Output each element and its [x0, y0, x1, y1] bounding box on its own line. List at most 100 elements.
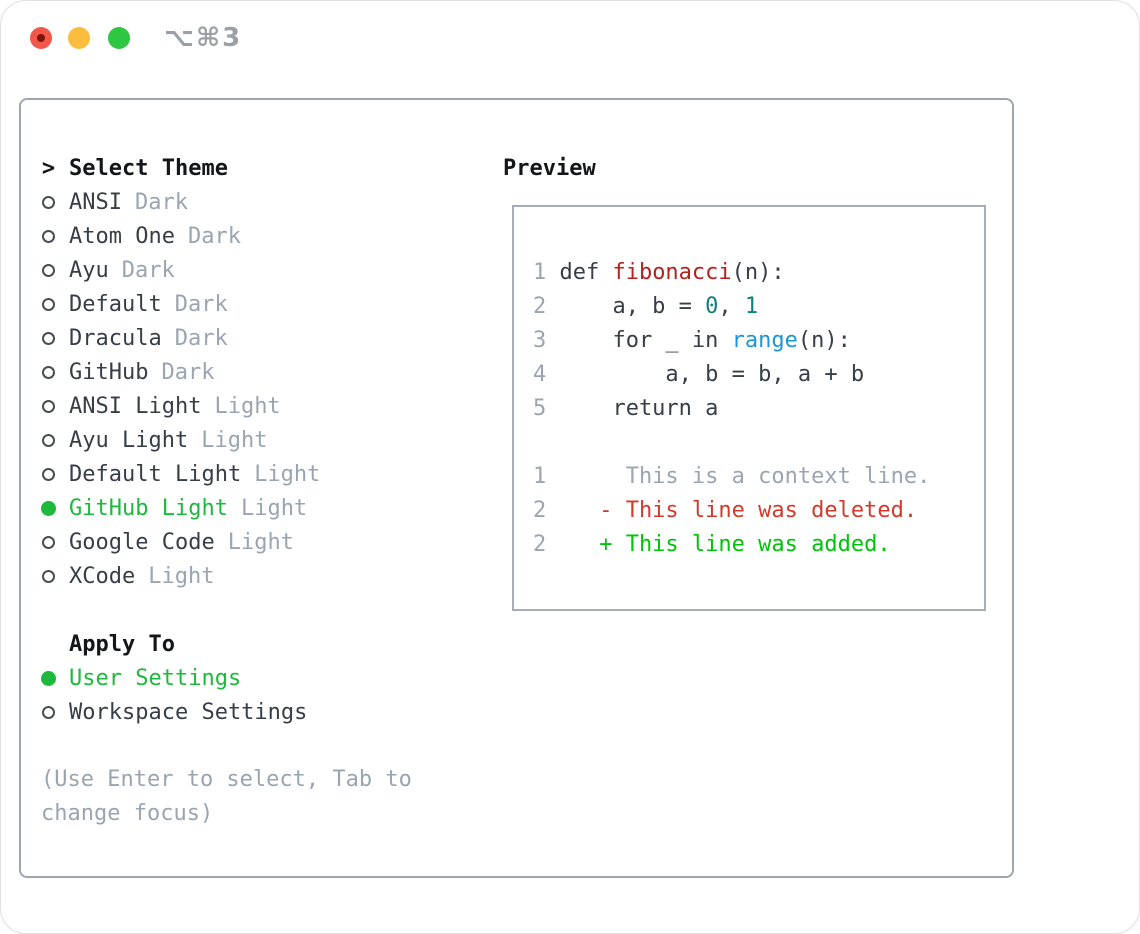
- theme-option-label: Dracula: [69, 325, 162, 351]
- radio-selected-icon: [41, 670, 56, 686]
- radio-icon: [42, 297, 55, 311]
- theme-variant-tag: Light: [227, 529, 294, 555]
- theme-variant-tag: Dark: [174, 325, 228, 351]
- radio-icon: [42, 535, 55, 549]
- theme-variant-tag: Dark: [134, 189, 188, 215]
- theme-option-ansi-light[interactable]: ANSI Light Light: [41, 389, 412, 423]
- theme-option-dracula[interactable]: Dracula Dark: [41, 321, 412, 355]
- theme-variant-tag: Light: [254, 461, 321, 487]
- line-number: 2: [533, 532, 547, 557]
- code-line: 2 a, b = 0, 1: [533, 290, 930, 324]
- keyboard-hint-line-1: (Use Enter to select, Tab to: [41, 767, 412, 792]
- code-token-plain: (n):: [797, 328, 851, 353]
- code-token-number: 0: [705, 294, 719, 319]
- radio-icon: [42, 705, 55, 719]
- radio-icon: [42, 433, 55, 447]
- code-line: 5 return a: [533, 392, 930, 426]
- theme-option-label: XCode: [69, 563, 136, 589]
- apply-option-workspace-settings[interactable]: Workspace Settings: [41, 695, 412, 729]
- radio-icon: [42, 229, 55, 243]
- theme-option-atom-one[interactable]: Atom One Dark: [41, 219, 412, 253]
- code-token-plain: return a: [559, 396, 719, 421]
- code-token-plain: ,: [718, 294, 745, 319]
- theme-option-label: Ayu: [69, 257, 109, 283]
- radio-icon: [42, 263, 55, 277]
- apply-to-header-row: Apply To: [41, 627, 412, 661]
- radio-icon: [42, 195, 55, 209]
- line-number: 1: [533, 260, 547, 285]
- apply-option-label: Workspace Settings: [69, 699, 308, 725]
- line-number: 2: [533, 294, 547, 319]
- line-number: 3: [533, 328, 547, 353]
- theme-option-label: Ayu Light: [69, 427, 189, 453]
- radio-icon: [42, 569, 55, 583]
- theme-option-default-light[interactable]: Default Light Light: [41, 457, 412, 491]
- code-token-context: This is a context line.: [559, 464, 931, 489]
- radio-selected-icon: [41, 500, 56, 516]
- preview-title: Preview: [503, 155, 596, 181]
- code-token-plain: a, b =: [559, 294, 706, 319]
- theme-option-google-code[interactable]: Google Code Light: [41, 525, 412, 559]
- spacer: [41, 593, 412, 627]
- theme-option-github-light[interactable]: GitHub Light Light: [41, 491, 412, 525]
- code-line: 3 for _ in range(n):: [533, 324, 930, 358]
- theme-option-label: GitHub Light: [69, 495, 228, 521]
- apply-option-label: User Settings: [69, 665, 242, 691]
- code-token-plain: a, b = b, a + b: [559, 362, 865, 387]
- minimize-button[interactable]: [68, 27, 90, 49]
- close-button[interactable]: [30, 27, 52, 49]
- theme-option-default[interactable]: Default Dark: [41, 287, 412, 321]
- titlebar: ⌥⌘3: [1, 1, 1139, 73]
- spacer: [41, 729, 412, 763]
- code-line: 4 a, b = b, a + b: [533, 358, 930, 392]
- theme-variant-tag: Dark: [121, 257, 175, 283]
- theme-option-label: ANSI: [69, 189, 122, 215]
- radio-icon: [42, 467, 55, 481]
- zoom-button[interactable]: [108, 27, 130, 49]
- select-theme-title: Select Theme: [69, 155, 228, 181]
- diff-line-context: 1 This is a context line.: [533, 460, 930, 494]
- prompt-icon: >: [41, 155, 56, 181]
- theme-variant-tag: Dark: [187, 223, 241, 249]
- code-token-added: + This line was added.: [559, 532, 891, 557]
- apply-option-user-settings[interactable]: User Settings: [41, 661, 412, 695]
- theme-variant-tag: Light: [240, 495, 308, 521]
- line-number: 4: [533, 362, 547, 387]
- theme-variant-tag: Dark: [161, 359, 215, 385]
- code-line: 1 def fibonacci(n):: [533, 256, 930, 290]
- theme-option-label: Atom One: [69, 223, 175, 249]
- radio-icon: [42, 365, 55, 379]
- diff-line-deleted: 2 - This line was deleted.: [533, 494, 930, 528]
- theme-option-label: ANSI Light: [69, 393, 202, 419]
- theme-option-label: GitHub: [69, 359, 149, 385]
- code-token-func: fibonacci: [612, 260, 732, 285]
- diff-line-added: 2 + This line was added.: [533, 528, 930, 562]
- window-shortcut-label: ⌥⌘3: [164, 23, 243, 53]
- theme-variant-tag: Light: [214, 393, 281, 419]
- line-number: 1: [533, 464, 547, 489]
- radio-icon: [42, 399, 55, 413]
- apply-to-title: Apply To: [69, 631, 175, 657]
- theme-option-label: Default Light: [69, 461, 242, 487]
- theme-option-ansi[interactable]: ANSI Dark: [41, 185, 412, 219]
- code-token-plain: (n):: [731, 260, 785, 285]
- theme-option-ayu[interactable]: Ayu Dark: [41, 253, 412, 287]
- theme-option-label: Google Code: [69, 529, 215, 555]
- code-token-number: 1: [744, 294, 759, 319]
- theme-option-github[interactable]: GitHub Dark: [41, 355, 412, 389]
- line-number: 2: [533, 498, 547, 523]
- theme-option-label: Default: [69, 291, 162, 317]
- code-line-blank: [533, 426, 930, 460]
- radio-icon: [42, 331, 55, 345]
- theme-variant-tag: Dark: [174, 291, 228, 317]
- code-token-plain: def: [559, 260, 613, 285]
- code-token-builtin: range: [731, 328, 798, 353]
